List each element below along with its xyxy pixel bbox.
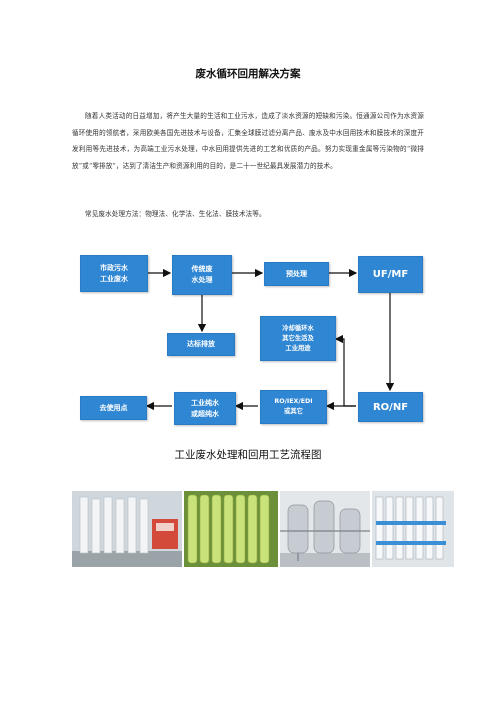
- node-cooling-water-reuse: 冷却循环水 其它生活及 工业用途: [260, 316, 336, 361]
- node-ro-nf: RO/NF: [358, 392, 423, 422]
- flowchart-caption: 工业废水处理和回用工艺流程图: [174, 449, 322, 461]
- node-pure-water: 工业纯水 或超纯水: [174, 392, 236, 425]
- arrow-ronf-to-cooling: [334, 334, 356, 407]
- steel-tank-system-photo-icon: [280, 491, 370, 567]
- node-uf-mf: UF/MF: [358, 256, 423, 293]
- page-title: 废水循环回用解决方案: [195, 68, 301, 80]
- node-point-of-use: 去使用点: [80, 396, 147, 420]
- node-pretreatment: 预处理: [264, 262, 329, 286]
- uf-membrane-rack-photo-icon: [72, 491, 182, 567]
- filter-column-array-photo-icon: [184, 491, 278, 567]
- node-municipal-industrial-wastewater: 市政污水 工业废水: [80, 255, 148, 292]
- node-compliant-discharge: 达标排放: [167, 333, 235, 356]
- node-ro-iex-edi: RO/IEX/EDI 或其它: [260, 390, 327, 424]
- equipment-photo-strip: [72, 491, 454, 567]
- node-traditional-treatment: 传统废 水处理: [172, 255, 232, 295]
- methods-paragraph: 常见废水处理方法：物理法、化学法、生化法、膜技术法等。: [85, 210, 266, 218]
- intro-paragraph: 随着人类活动的日益增加，将产生大量的生活和工业污水，造成了淡水资源的短缺和污染。…: [72, 112, 424, 170]
- ro-membrane-skid-photo-icon: [372, 491, 454, 567]
